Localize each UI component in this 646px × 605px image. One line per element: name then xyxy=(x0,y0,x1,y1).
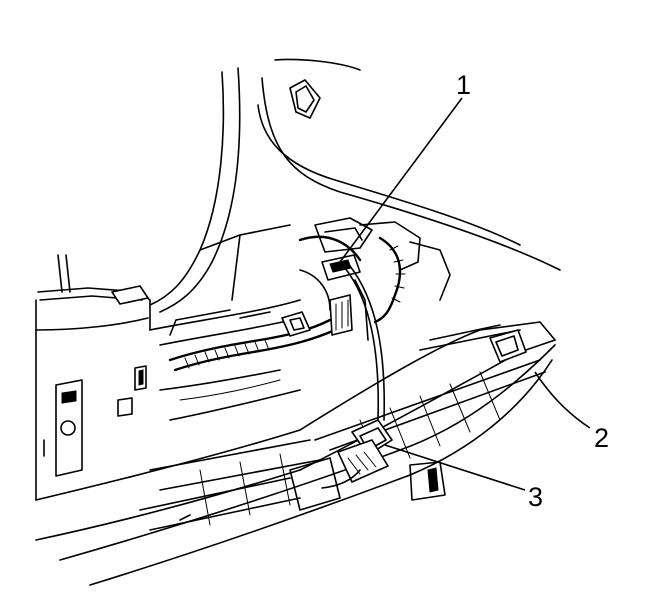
floor-panel xyxy=(35,224,301,541)
callout-3: 3 xyxy=(528,482,543,512)
left-console xyxy=(35,254,151,501)
connector-3 xyxy=(321,419,393,489)
callouts: 1 2 3 xyxy=(456,70,609,512)
cable-lead xyxy=(344,265,386,421)
leader-line-1 xyxy=(339,97,463,263)
body-panel xyxy=(149,58,561,313)
wiring-harness xyxy=(168,217,451,372)
leader-lines xyxy=(339,97,591,491)
callout-2: 2 xyxy=(594,423,609,453)
callout-1: 1 xyxy=(456,70,471,100)
leader-line-3 xyxy=(384,444,526,491)
console-tray xyxy=(59,321,556,586)
leader-line-2 xyxy=(534,371,591,429)
